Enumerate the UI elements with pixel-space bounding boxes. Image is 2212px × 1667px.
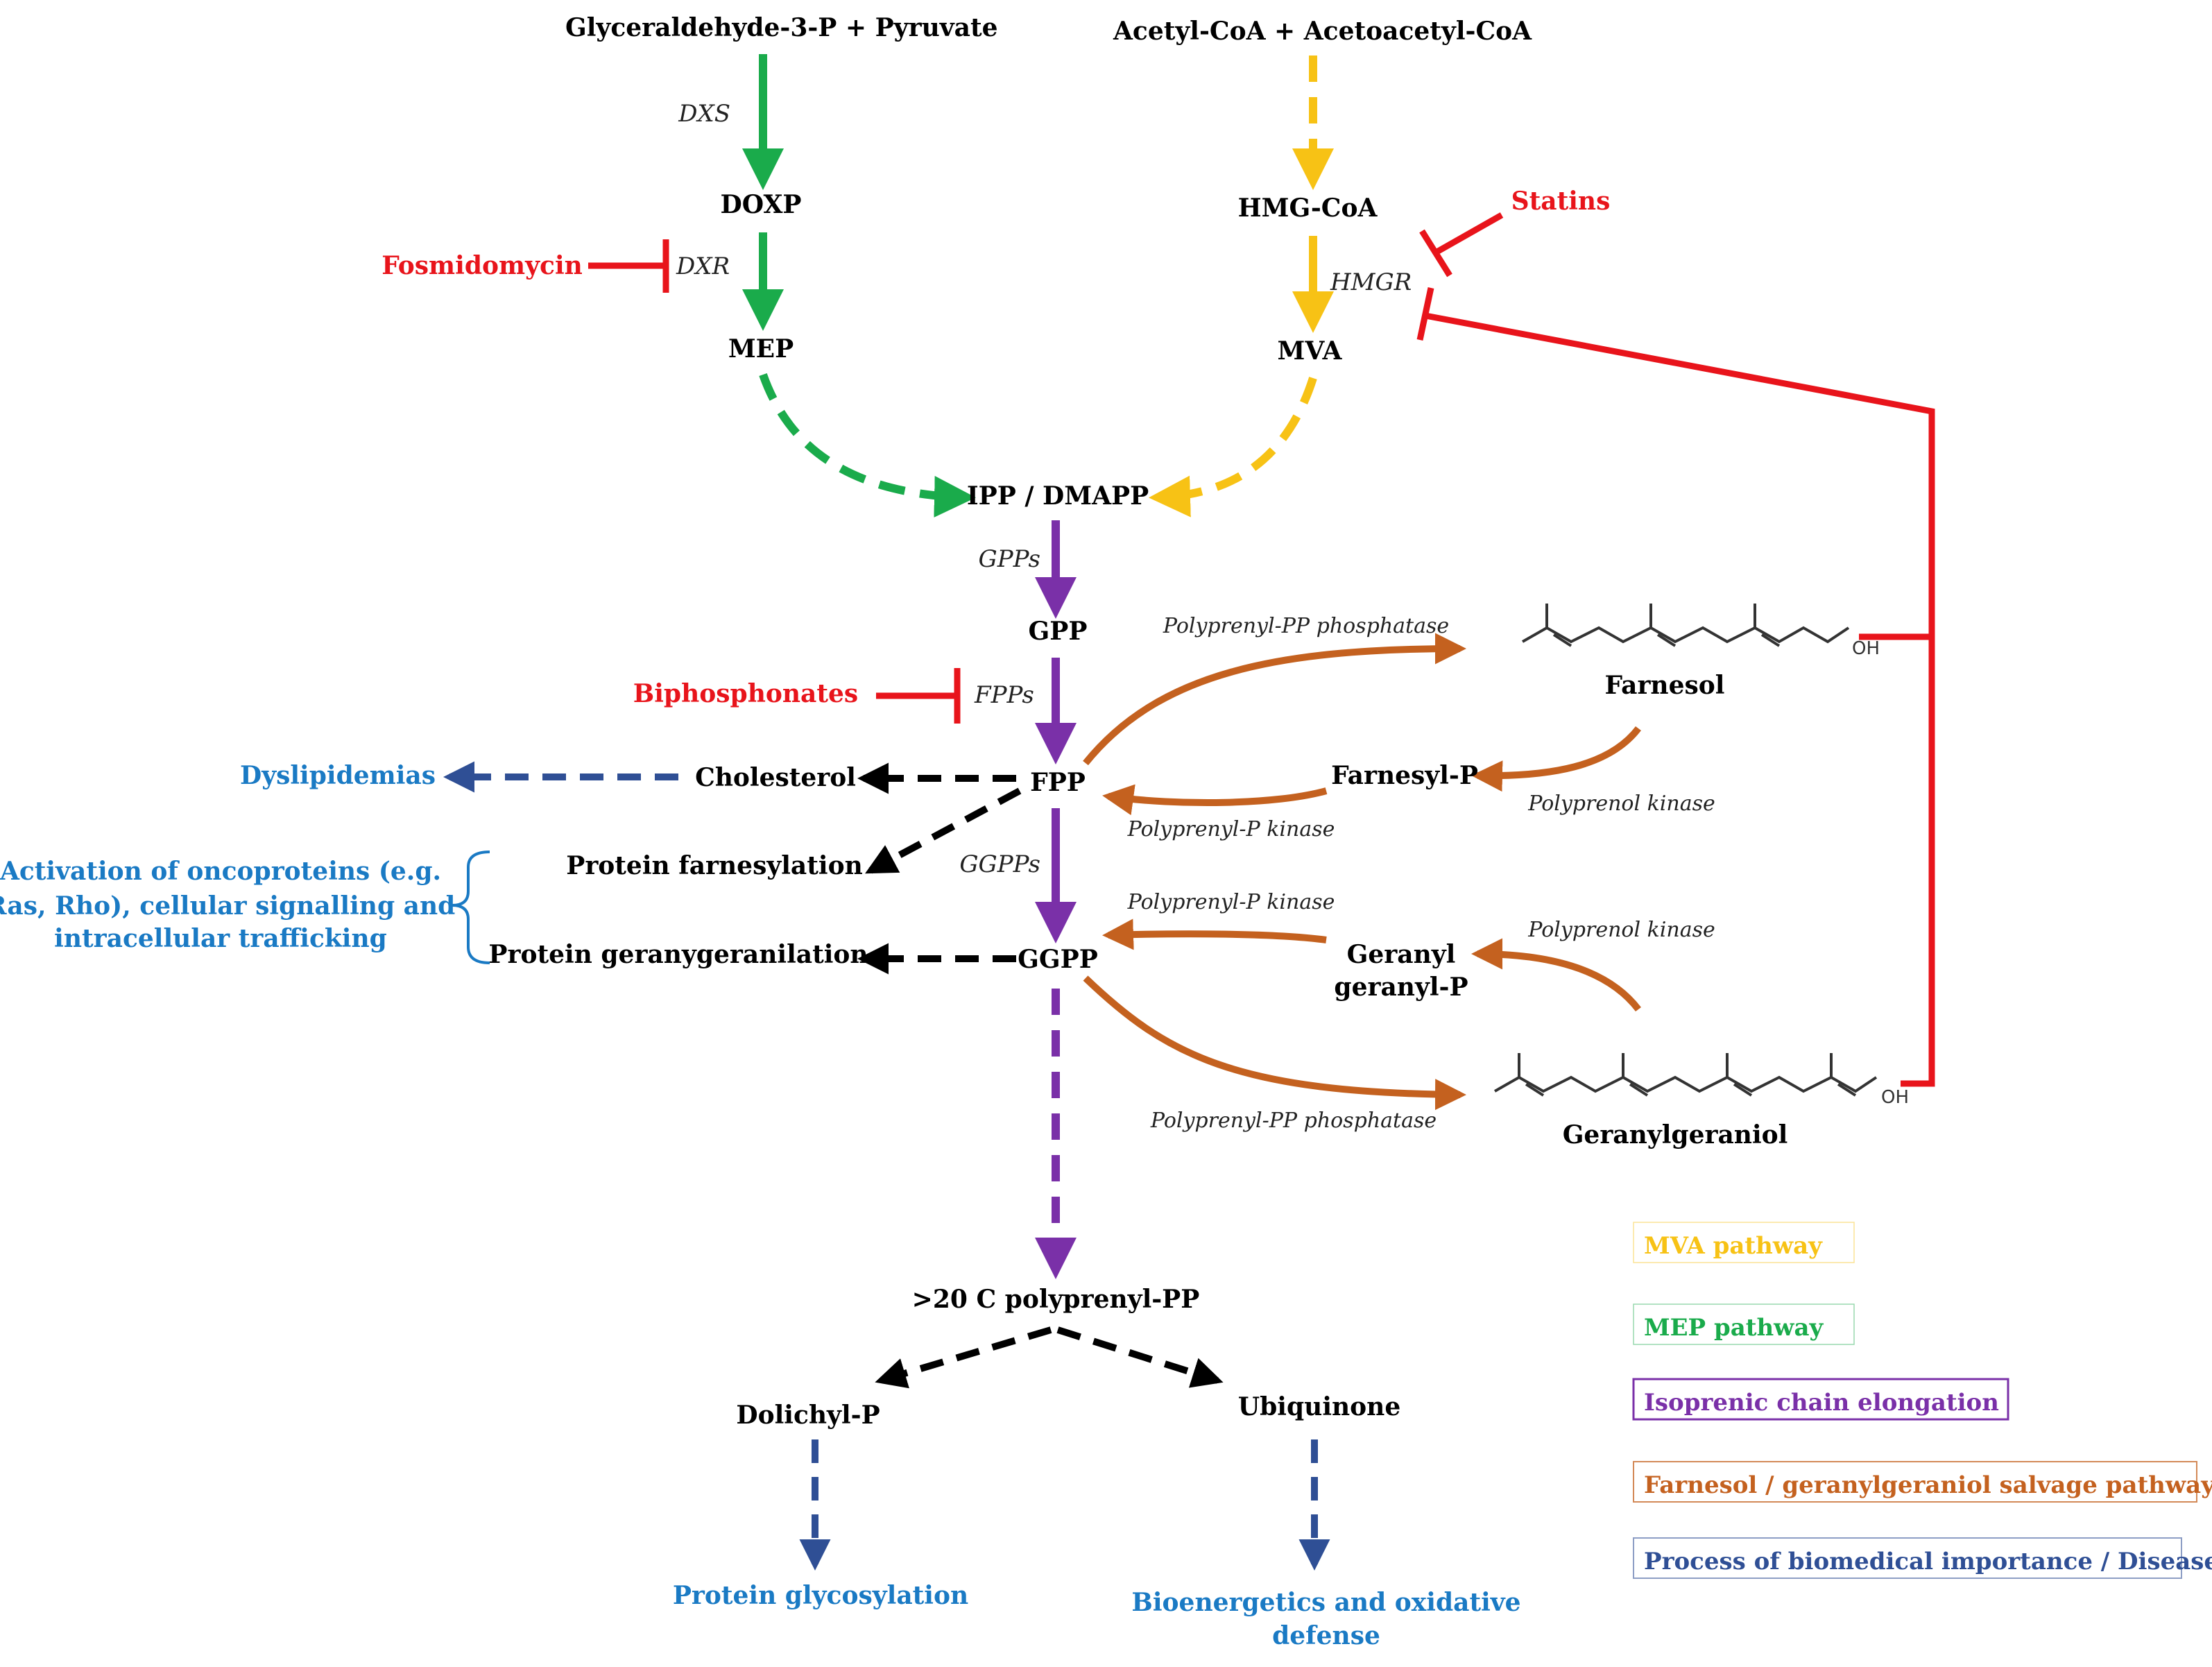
mva-pathway-arrows [1149,55,1334,518]
arrow-mep-to-ipp [759,373,976,518]
glycosylation-label: Protein glycosylation [673,1581,968,1610]
protein-geranylgeranylation-label: Protein geranygeranilation [488,940,868,969]
geranylgeraniol-oh-label: OH [1881,1087,1909,1108]
statins-inhibition [1432,212,1504,256]
legend-label-mva: MVA pathway [1644,1232,1823,1260]
arrow-fpp-to-protein-farnesylation [865,787,1022,874]
dolichyl-p-label: Dolichyl-P [736,1401,880,1430]
geranylgeranyl-p-label-2: geranyl-P [1334,973,1468,1002]
farnesol-label: Farnesol [1605,671,1725,700]
polyprenyl-pp-phosphatase-label-2: Polyprenyl-PP phosphatase [1150,1109,1437,1133]
legend-item-mva: MVA pathway [1633,1222,1855,1263]
fpp-label: FPP [1030,768,1086,797]
geranylgeranyl-p-label-1: Geranyl [1347,940,1456,969]
ubiquinone-label: Ubiquinone [1238,1392,1401,1421]
polyprenol-kinase-label-2: Polyprenol kinase [1527,918,1715,942]
legend: MVA pathway MEP pathway Isoprenic chain … [1632,1222,2212,1579]
gpps-label: GPPs [979,545,1040,573]
bioenergetics-label-2: defense [1272,1621,1380,1650]
oncoproteins-label-1: Activation of oncoproteins (e.g. [0,857,441,886]
enzyme-labels: DXS DXR HMGR GPPs FPPs GGPPs Polyprenyl-… [676,100,1715,1133]
mep-pathway-arrows [742,54,976,518]
metabolite-labels: Glyceraldehyde-3-P + Pyruvate Acetyl-CoA… [488,13,1787,1430]
polyprenyl-p-kinase-label-1: Polyprenyl-P kinase [1127,817,1335,841]
geranylgeraniol-label: Geranylgeraniol [1563,1120,1788,1149]
statins-label: Statins [1511,187,1611,216]
farnesol-structure [1522,604,1850,647]
mep-label: MEP [728,334,794,364]
hmgr-label: HMGR [1330,268,1412,296]
arrow-geranylgeraniol-to-geranylgeranylp [1471,938,1641,1012]
fpps-label: FPPs [974,681,1034,709]
polyprenyl-pp-phosphatase-label-1: Polyprenyl-PP phosphatase [1163,614,1449,638]
feedback-inhibition-bracket [1425,312,1935,640]
arrow-polyprenyl-to-ubiquinone [1056,1326,1224,1388]
inhibition-lines [588,212,1935,1087]
bioenergetics-label-1: Bioenergetics and oxidative [1131,1588,1520,1617]
farnesyl-p-label: Farnesyl-P [1331,761,1478,790]
polyprenol-kinase-label-1: Polyprenol kinase [1527,792,1715,816]
gpp-label: GPP [1029,617,1088,646]
g3p-pyruvate-label: Glyceraldehyde-3-P + Pyruvate [565,13,998,42]
ggpps-label: GGPPs [959,850,1040,878]
legend-item-salvage: Farnesol / geranylgeraniol salvage pathw… [1633,1461,2212,1503]
polyprenyl-pp-label: >20 C polyprenyl-PP [912,1285,1200,1314]
arrow-farnesylp-to-fpp [1102,784,1328,816]
polyprenyl-p-kinase-label-2: Polyprenyl-P kinase [1127,890,1335,914]
cholesterol-label: Cholesterol [695,763,856,792]
farnesol-oh-label: OH [1852,638,1880,659]
biphosphonates-label: Biphosphonates [633,679,858,708]
arrow-farnesol-to-farnesylp [1471,726,1641,792]
legend-item-chain-elongation: Isoprenic chain elongation [1632,1378,2009,1421]
arrow-mva-to-ipp [1149,377,1317,518]
oncoproteins-label-2: Ras, Rho), cellular signalling and [0,891,455,921]
arrow-polyprenyl-to-dolichyl [875,1326,1052,1389]
product-arrows [857,762,1224,1389]
dyslipidemias-label: Dyslipidemias [240,761,436,790]
legend-item-mep: MEP pathway [1633,1303,1855,1345]
doxp-label: DOXP [721,190,802,219]
statins-bar [1419,229,1452,277]
arrow-geranylgeranylp-to-ggpp [1102,918,1327,950]
process-arrows [443,761,1330,1571]
mva-label: MVA [1278,336,1343,366]
acetylcoa-label: Acetyl-CoA + Acetoacetyl-CoA [1113,17,1532,46]
process-labels: Dyslipidemias Activation of oncoproteins… [0,761,1521,1650]
feedback-bracket-lower [1901,637,1935,1087]
dxs-label: DXS [678,100,730,128]
legend-label-biomedical: Process of biomedical importance / Disea… [1644,1548,2212,1575]
oncoproteins-label-3: intracellular trafficking [54,924,387,953]
geranylgeraniol-structure [1494,1053,1878,1097]
legend-item-biomedical: Process of biomedical importance / Disea… [1633,1537,2212,1579]
protein-farnesylation-label: Protein farnesylation [566,851,863,880]
dxr-label: DXR [676,253,730,280]
hmgcoa-label: HMG-CoA [1238,194,1378,223]
legend-label-salvage: Farnesol / geranylgeraniol salvage pathw… [1644,1471,2212,1499]
oncoproteins-brace [452,850,490,964]
legend-label-mep: MEP pathway [1644,1314,1824,1342]
arrow-fpp-to-farnesol [1083,633,1466,766]
feedback-inhibition-bar [1416,287,1434,341]
fosmidomycin-label: Fosmidomycin [381,251,583,280]
legend-label-chain-elongation: Isoprenic chain elongation [1644,1389,1999,1417]
salvage-pathway-arrows [1083,633,1641,1111]
ipp-dmapp-label: IPP / DMAPP [967,481,1149,511]
inhibitor-labels: Fosmidomycin Statins Biphosphonates [381,187,1610,708]
ggpp-label: GGPP [1018,945,1098,974]
arrow-ggpp-to-geranylgeraniol [1083,975,1466,1111]
